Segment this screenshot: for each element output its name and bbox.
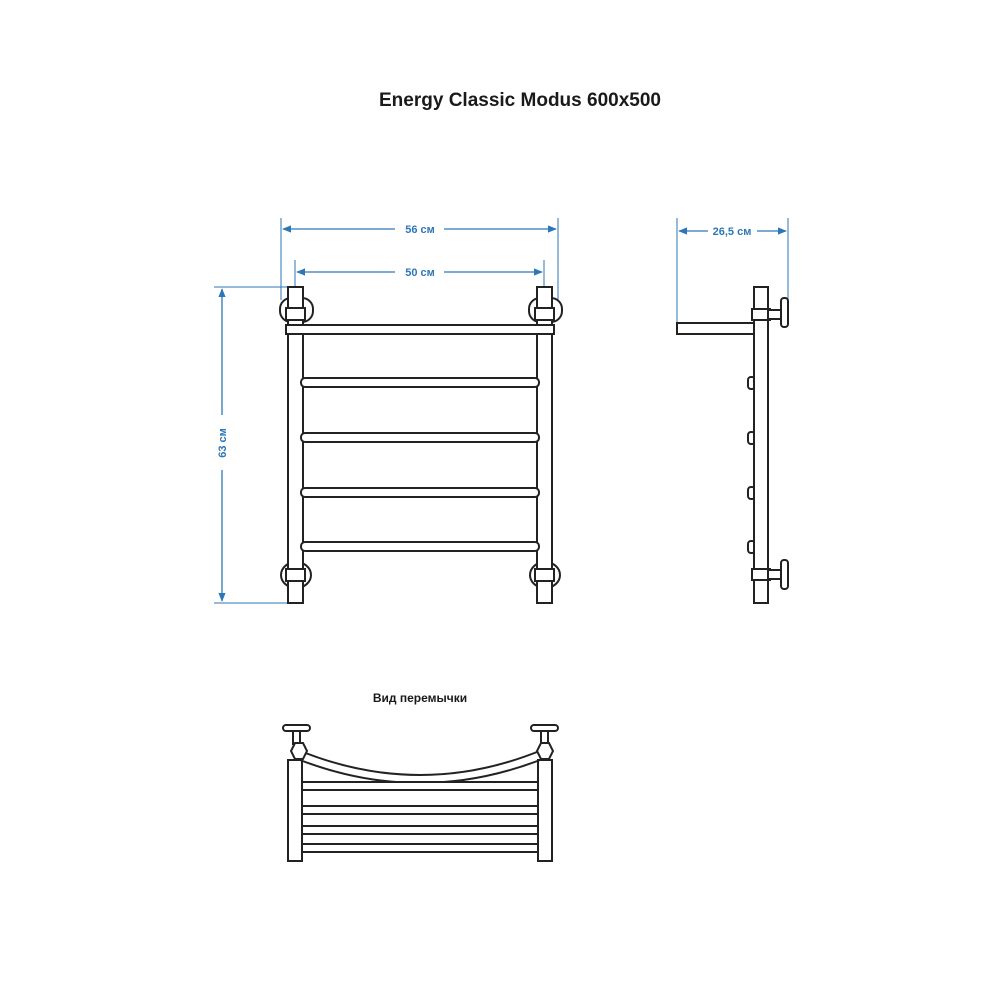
dimension-depth: 26,5 см	[676, 218, 789, 328]
side-post	[753, 286, 769, 604]
crossbar-curved-bar	[297, 749, 543, 776]
dimension-height: 63 см	[214, 286, 288, 604]
crossbar-right-post	[537, 759, 553, 862]
rung-1	[300, 377, 540, 388]
dimension-outer-width-label: 56 см	[405, 224, 435, 236]
crossbar-view-caption: Вид перемычки	[373, 691, 467, 705]
crossbar-flanges	[282, 724, 559, 745]
front-top-bar	[285, 324, 555, 335]
side-shelf-bar	[676, 322, 757, 335]
rung-4	[300, 541, 540, 552]
dimension-depth-label: 26,5 см	[713, 226, 752, 238]
dimension-inner-width: 50 см	[294, 260, 545, 300]
side-top-mount	[751, 297, 789, 328]
side-view: 26,5 см	[676, 218, 789, 604]
page-title: Energy Classic Modus 600x500	[379, 90, 661, 111]
crossbar-rungs	[301, 781, 539, 853]
front-left-post	[287, 286, 304, 604]
dimension-height-label: 63 см	[217, 428, 229, 458]
crossbar-left-nut	[289, 742, 309, 760]
crossbar-left-post	[287, 759, 303, 862]
dimension-inner-width-label: 50 см	[405, 267, 435, 279]
dimension-outer-width: 56 см	[280, 218, 559, 300]
rung-3	[300, 487, 540, 498]
post-collars	[285, 307, 555, 582]
front-right-post	[536, 286, 553, 604]
rung-2	[300, 432, 540, 443]
front-view: 56 см 50 см 63 см	[214, 218, 563, 604]
crossbar-right-nut	[535, 742, 555, 760]
front-rungs	[300, 377, 540, 552]
crossbar-view: Вид перемычки	[282, 691, 559, 862]
side-bottom-mount	[751, 559, 789, 590]
